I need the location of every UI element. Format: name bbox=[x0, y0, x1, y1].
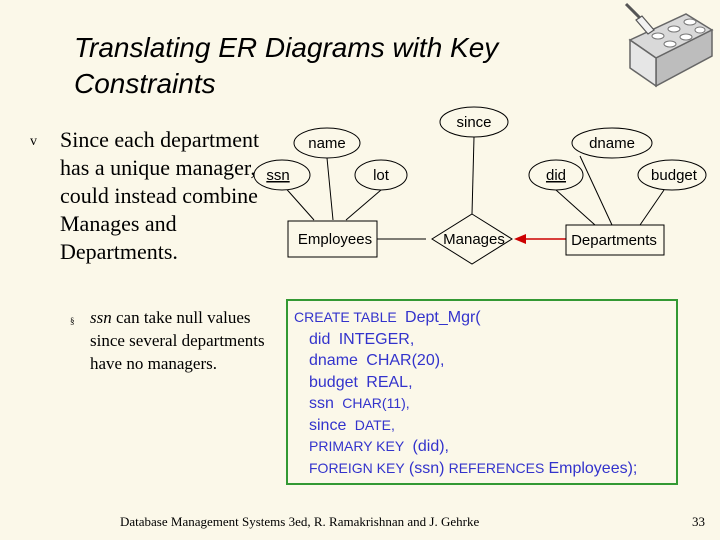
sql-line: ssn CHAR(11), bbox=[309, 395, 410, 412]
footer-citation: Database Management Systems 3ed, R. Rama… bbox=[120, 514, 480, 529]
sql-line: CREATE TABLE Dept_Mgr( bbox=[294, 309, 481, 326]
bullet-square-icon: § bbox=[70, 316, 75, 326]
page-number: 33 bbox=[692, 514, 705, 529]
sql-line: dname CHAR(20), bbox=[309, 352, 445, 369]
trowel-brick-logo bbox=[624, 2, 714, 88]
attr-lot: lot bbox=[373, 167, 390, 184]
relationship-manages: Manages bbox=[443, 231, 505, 248]
slide-title: Translating ER Diagrams with Key Constra… bbox=[74, 32, 499, 99]
sub-bullet-text: ssn can take null values since several d… bbox=[90, 308, 265, 373]
attr-dname: dname bbox=[589, 135, 635, 152]
sql-line: PRIMARY KEY (did), bbox=[309, 438, 449, 455]
attr-name: name bbox=[308, 135, 346, 152]
entity-employees: Employees bbox=[298, 231, 372, 248]
attr-ssn-key: ssn bbox=[266, 167, 289, 184]
sql-line: FOREIGN KEY (ssn) REFERENCES Employees); bbox=[309, 459, 638, 477]
bullet-diamond-icon: v bbox=[30, 134, 37, 149]
sql-code-box: CREATE TABLE Dept_Mgr( did INTEGER, dnam… bbox=[286, 299, 678, 485]
er-diagram: name ssn lot since dname did budget Empl… bbox=[253, 106, 707, 265]
sql-line: since DATE, bbox=[309, 416, 395, 434]
sql-line: did INTEGER, bbox=[309, 330, 415, 348]
sql-line: budget REAL, bbox=[309, 373, 413, 391]
attr-budget: budget bbox=[651, 167, 698, 184]
attr-did-key: did bbox=[546, 167, 566, 184]
attr-since: since bbox=[456, 114, 491, 131]
bullet-text: Since each department has a unique manag… bbox=[60, 127, 287, 264]
entity-departments: Departments bbox=[571, 232, 657, 249]
